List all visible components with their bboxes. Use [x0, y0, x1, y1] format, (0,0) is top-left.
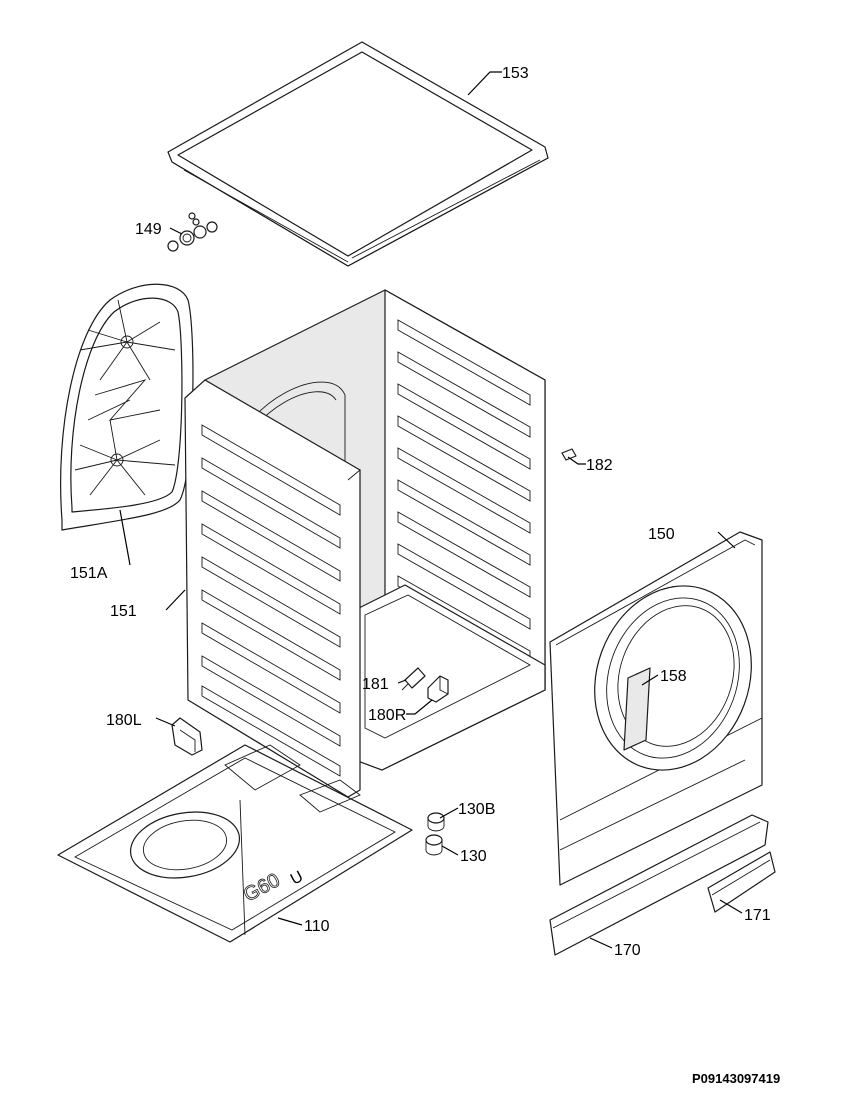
- label-151: 151: [110, 603, 137, 620]
- label-110: 110: [304, 918, 330, 935]
- part-182-clip: [561, 448, 577, 461]
- part-180L-hinge-left: [171, 717, 203, 756]
- part-110-base: G60 U: [57, 744, 413, 943]
- label-171: 171: [744, 907, 771, 924]
- label-150: 150: [648, 526, 675, 543]
- part-170-plinth: [549, 814, 769, 956]
- right-side-ribs: [397, 319, 531, 662]
- label-182: 182: [586, 457, 613, 474]
- part-181-bracket: [401, 667, 426, 691]
- part-150-front-panel: [549, 531, 763, 886]
- part-180R-hinge-right: [427, 675, 449, 703]
- label-180R: 180R: [368, 707, 406, 724]
- label-151A: 151A: [70, 565, 108, 582]
- rear-panel-ribs: [74, 299, 176, 496]
- part-labels: 153 149 182 150 151A 151 158 181 180R 18…: [70, 65, 771, 959]
- label-130B: 130B: [458, 801, 495, 818]
- part-151-cabinet: [184, 289, 546, 798]
- part-171-service-flap: [707, 851, 776, 913]
- label-158: 158: [660, 668, 687, 685]
- label-149: 149: [135, 221, 162, 238]
- part-130B-foot: [427, 812, 445, 832]
- left-side-ribs: [201, 424, 341, 777]
- label-170: 170: [614, 942, 641, 959]
- diagram-reference-code: P09143097419: [692, 1071, 780, 1086]
- part-153-top-lid: [167, 41, 549, 267]
- part-151A-rear-panel: [60, 283, 194, 531]
- label-130: 130: [460, 848, 487, 865]
- part-130-foot: [425, 834, 443, 856]
- label-153: 153: [502, 65, 529, 82]
- label-181: 181: [362, 676, 389, 693]
- leader-lines: [119, 71, 743, 949]
- label-180L: 180L: [106, 712, 142, 729]
- part-149-seal-rings: [167, 212, 218, 252]
